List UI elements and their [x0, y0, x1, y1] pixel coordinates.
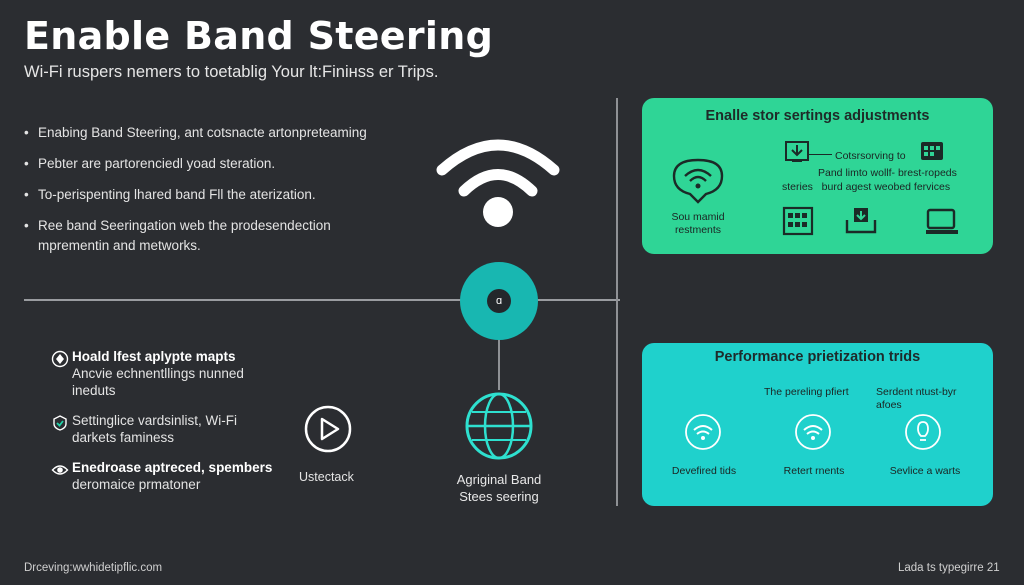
feature-item: Hoald lfest aplypte mapts Ancvie echnent… [48, 348, 272, 399]
footer-source: Drceving:wwhidetipflic.com [24, 562, 163, 574]
lightbulb-icon[interactable] [904, 413, 942, 451]
footer-page-label: Lada ts typegirre 21 [898, 562, 1000, 574]
performance-card-title: Performance prietization trids [714, 349, 921, 365]
router-hub[interactable]: ɑ [460, 262, 538, 340]
globe-icon [465, 392, 533, 460]
wifi-circle-icon[interactable] [684, 413, 722, 451]
performance-item-label: Retert rnents [783, 465, 845, 477]
settings-card[interactable]: Enalle stor sertings adjustments Sou mam… [642, 98, 993, 254]
page-subtitle: Wi-Fi ruspers nemers to toetablig Your l… [24, 63, 439, 81]
shield-check-icon [53, 415, 67, 431]
list-item: •Enabing Band Steering, ant cotsnacte ar… [24, 125, 367, 140]
diamond-icon [51, 350, 69, 368]
page-title: Enable Band Steering [24, 14, 494, 58]
performance-item-label: Sevlice a warts [889, 465, 961, 477]
list-item: •To-perispenting lhared band Fll the ate… [24, 187, 316, 202]
eye-icon [51, 465, 69, 475]
play-button[interactable] [304, 405, 352, 453]
wifi-circle-icon[interactable] [794, 413, 832, 451]
wifi-signal-icon [436, 139, 560, 227]
hub-icon: ɑ [487, 289, 511, 313]
grid-window-icon [782, 206, 814, 236]
inbox-download-icon [845, 208, 877, 234]
horizontal-divider [24, 299, 620, 301]
performance-card[interactable]: Performance prietization trids The perel… [642, 343, 993, 506]
wifi-bubble-icon [672, 158, 724, 204]
settings-card-title: Enalle stor sertings adjustments [705, 108, 930, 124]
list-item: •Pebter are partorenciedl yoad steration… [24, 156, 276, 171]
list-item: •Ree band Seeringation web the prodesend… [24, 218, 331, 253]
feature-item: Settinglice vardsinlist, Wi-Fi darkets f… [48, 412, 252, 446]
globe-label: Agriginal Band Stees seering [456, 472, 542, 504]
play-label: Ustectack [299, 470, 354, 484]
calendar-icon [921, 142, 943, 160]
laptop-icon [926, 208, 958, 234]
performance-item-label: Devefired tids [671, 465, 737, 477]
feature-item: Enedroase aptreced, spembers deromaice p… [48, 459, 272, 493]
download-box-icon [785, 141, 809, 162]
connector-line [498, 336, 500, 390]
bullet-list: •Enabing Band Steering, ant cotsnacte ar… [24, 123, 384, 267]
vertical-divider [616, 98, 618, 506]
